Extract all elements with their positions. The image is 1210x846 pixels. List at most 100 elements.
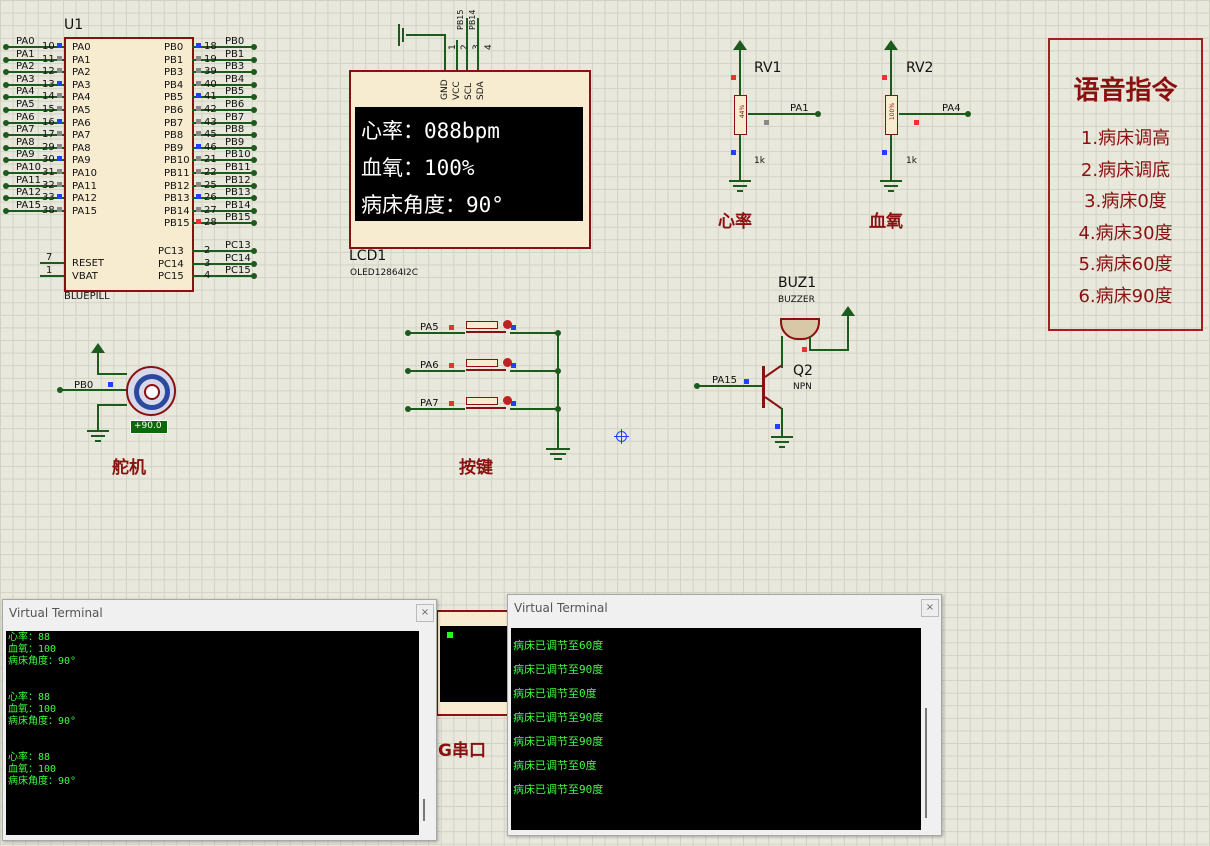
net-label: PB0 [225, 36, 245, 47]
lcd-pin-label: SDA [476, 81, 486, 100]
buzzer-type: BUZZER [778, 295, 815, 305]
pin-terminal[interactable] [3, 44, 9, 50]
virtual-terminal-2[interactable]: Virtual Terminal × 病床已调节至60度病床已调节至90度病床已… [507, 594, 942, 836]
serial-component[interactable] [436, 610, 512, 716]
power-arrow-icon [733, 40, 747, 50]
pin-state [196, 181, 201, 187]
pin-terminal[interactable] [3, 69, 9, 76]
pin-terminal[interactable] [251, 170, 257, 176]
pin-state [57, 156, 62, 162]
pin-label: PB4 [164, 79, 184, 91]
voice-command-item: 3.病床0度 [1084, 191, 1167, 212]
pin-state [511, 325, 516, 330]
pin-state [196, 131, 201, 137]
terminal2-scrollbar[interactable] [921, 628, 937, 830]
pin-number: 13 [42, 78, 55, 90]
pin-label: PB6 [164, 105, 184, 116]
pin-number: 17 [42, 129, 55, 141]
pin-number: 2 [204, 245, 211, 256]
pin-terminal[interactable] [3, 94, 9, 101]
terminal2-output[interactable]: 病床已调节至60度病床已调节至90度病床已调节至0度病床已调节至90度病床已调节… [511, 628, 921, 830]
net-label: PB14 [225, 199, 251, 211]
rv1-value: 1k [754, 156, 765, 166]
net-label: PA4 [16, 86, 35, 98]
pin-number: 27 [204, 204, 217, 216]
pin-terminal[interactable] [3, 132, 9, 139]
voice-command-item: 1.病床调高 [1080, 128, 1171, 149]
pin-terminal[interactable] [251, 260, 257, 267]
pin-terminal[interactable] [3, 207, 9, 214]
pin-terminal[interactable] [251, 94, 257, 101]
lcd-screen: 心率：088bpm 血氧：100% 病床角度：90° [355, 107, 583, 221]
pin-terminal[interactable] [251, 56, 257, 63]
pin-terminal[interactable] [251, 69, 257, 76]
pin-terminal[interactable] [3, 182, 9, 189]
pin-terminal[interactable] [251, 220, 257, 227]
voice-command-item: 2.病床调底 [1080, 159, 1171, 181]
pin-terminal[interactable] [251, 119, 257, 126]
pin-terminal[interactable] [251, 157, 257, 164]
pin-terminal[interactable] [251, 182, 257, 189]
pin-state [57, 43, 62, 48]
button-pin-icon [503, 320, 512, 329]
pin-wire [6, 96, 64, 99]
pin-wire [192, 46, 254, 48]
push-button[interactable] [466, 321, 498, 329]
pin-terminal[interactable] [251, 273, 257, 280]
pin-wire [6, 184, 64, 187]
pin-terminal[interactable] [251, 107, 257, 113]
push-button[interactable] [466, 397, 498, 405]
pin-terminal[interactable] [3, 195, 9, 202]
pin-wire [6, 159, 64, 162]
terminal-line: 病床角度：90° [8, 656, 77, 667]
mcu-body[interactable] [64, 37, 194, 292]
pin-terminal[interactable] [251, 81, 257, 88]
pin-number: 12 [42, 66, 55, 78]
pin-state [196, 143, 201, 149]
npn-transistor[interactable] [762, 366, 765, 408]
pin-terminal[interactable] [251, 44, 257, 50]
pin-terminal[interactable] [251, 248, 257, 254]
pin-terminal[interactable] [3, 119, 9, 126]
lcd-line-spo2: 血氧：100% [361, 156, 475, 180]
voice-command-item: 5.病床60度 [1078, 254, 1173, 275]
pin-number: 42 [204, 104, 217, 115]
terminal-line: 病床已调节至90度 [513, 783, 604, 796]
net-label: PA8 [16, 136, 35, 148]
pin-number: 33 [42, 192, 55, 204]
pin-wire [192, 159, 254, 162]
pin-terminal[interactable] [251, 195, 257, 202]
push-button[interactable] [466, 359, 498, 367]
pin-number: 21 [204, 154, 217, 166]
pin-terminal[interactable] [251, 132, 257, 139]
rv2-pct: 100% [889, 102, 897, 121]
pin-terminal[interactable] [3, 56, 9, 63]
buzzer-body[interactable] [780, 318, 820, 340]
button-wire [510, 332, 558, 334]
close-icon[interactable]: × [921, 599, 939, 617]
net-label: PA2 [16, 61, 35, 73]
pin-wire [192, 184, 254, 187]
button-net: PA5 [420, 322, 439, 333]
terminal1-scrollbar[interactable] [419, 631, 433, 835]
close-icon[interactable]: × [416, 604, 434, 622]
pin-number: 16 [42, 116, 55, 128]
pin-state [196, 106, 201, 111]
pin-terminal[interactable] [251, 207, 257, 214]
pin-terminal[interactable] [3, 107, 9, 113]
pin-number: 10 [42, 41, 55, 52]
pin-terminal[interactable] [251, 144, 257, 151]
button-wire [510, 408, 558, 410]
pin-wire [6, 46, 64, 48]
pin-terminal[interactable] [3, 157, 9, 164]
pin-state [449, 325, 454, 330]
ground-icon [771, 436, 793, 438]
pin-terminal[interactable] [3, 170, 9, 176]
ground-icon [87, 430, 109, 432]
pin-terminal[interactable] [3, 81, 9, 88]
ground-icon [546, 448, 570, 450]
pin-terminal[interactable] [3, 144, 9, 151]
net-label: PC14 [225, 252, 251, 264]
